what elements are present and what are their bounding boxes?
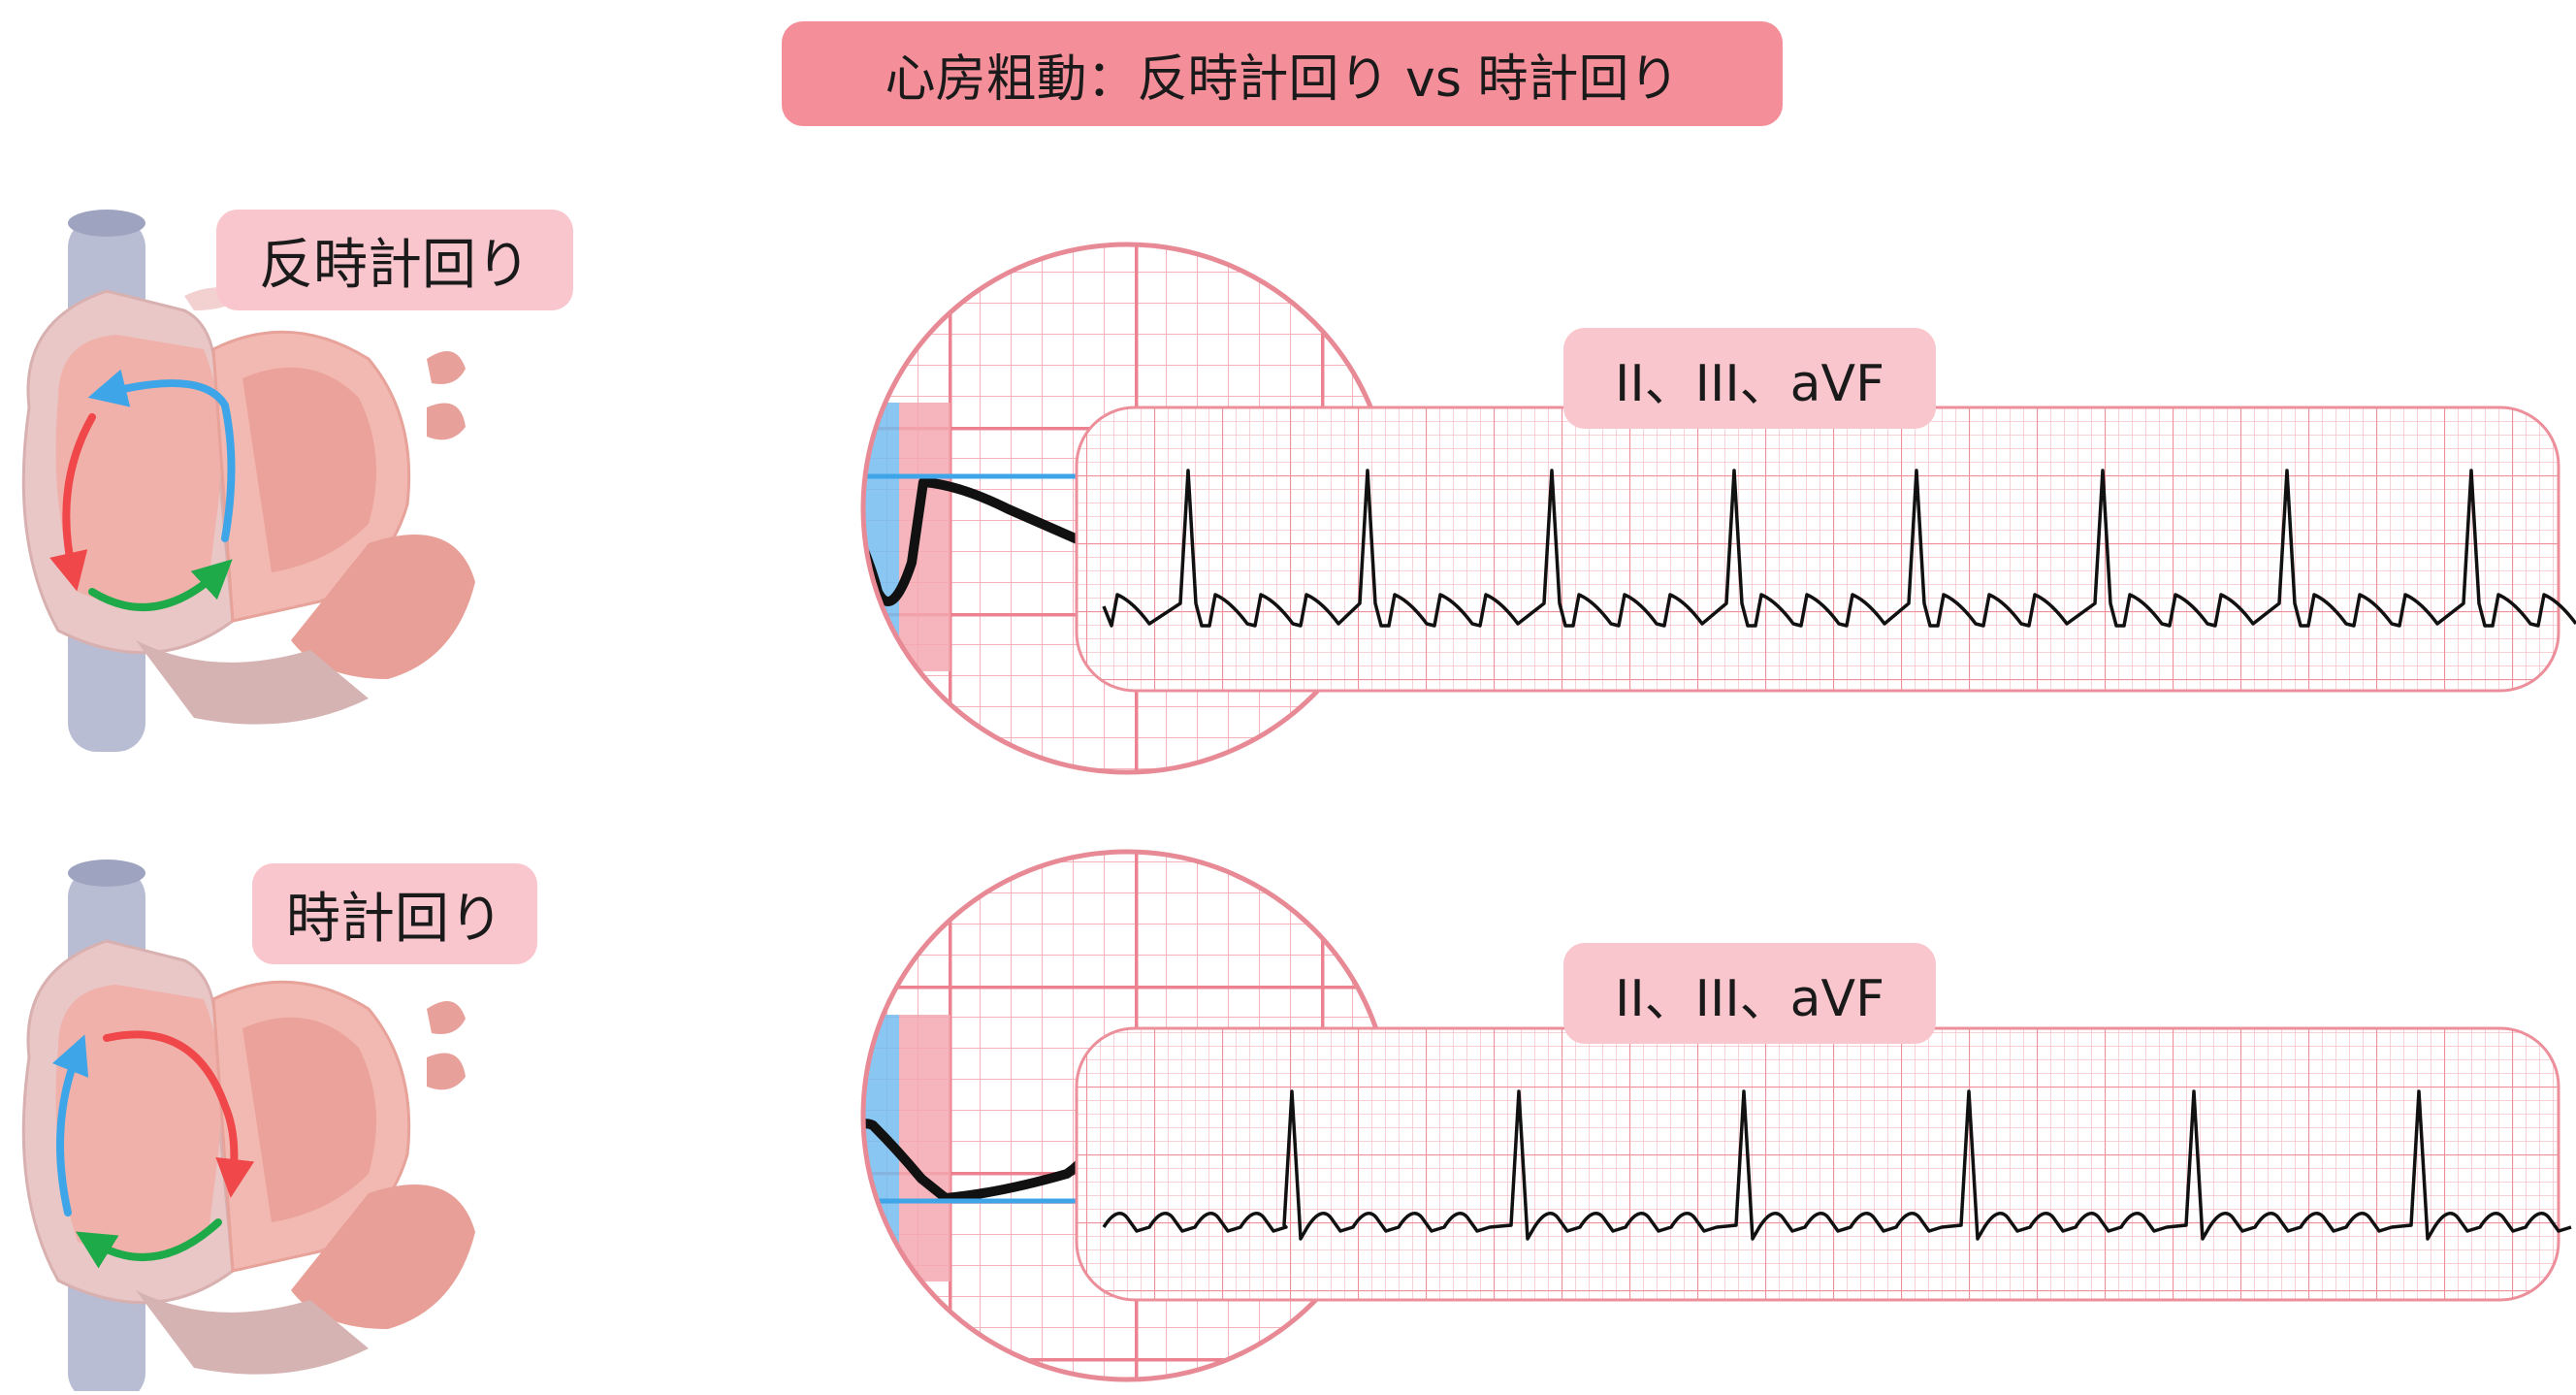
segment-pink-bottom <box>899 1015 950 1281</box>
ecg-trace-bottom <box>1102 1089 2572 1241</box>
rotation-label-counterclockwise: 反時計回り <box>216 210 573 310</box>
segment-green-bottom <box>745 1015 853 1281</box>
lead-label-top: II、III、aVF <box>1563 328 1936 429</box>
diagram-title: 心房粗動：反時計回り vs 時計回り <box>782 21 1783 126</box>
zoom-ecg-trace-bottom <box>863 1111 1129 1203</box>
rotation-label-clockwise: 時計回り <box>252 863 537 964</box>
ecg-strip-bottom <box>1075 1026 2572 1302</box>
heart-illustration-top <box>21 210 475 752</box>
heart-illustration-bottom <box>21 860 475 1395</box>
segment-pink-top <box>899 403 950 671</box>
ecg-trace-top <box>1102 469 2576 628</box>
lead-label-bottom: II、III、aVF <box>1563 943 1936 1044</box>
segment-green-top <box>745 403 853 671</box>
ecg-strip-top <box>1075 406 2576 693</box>
